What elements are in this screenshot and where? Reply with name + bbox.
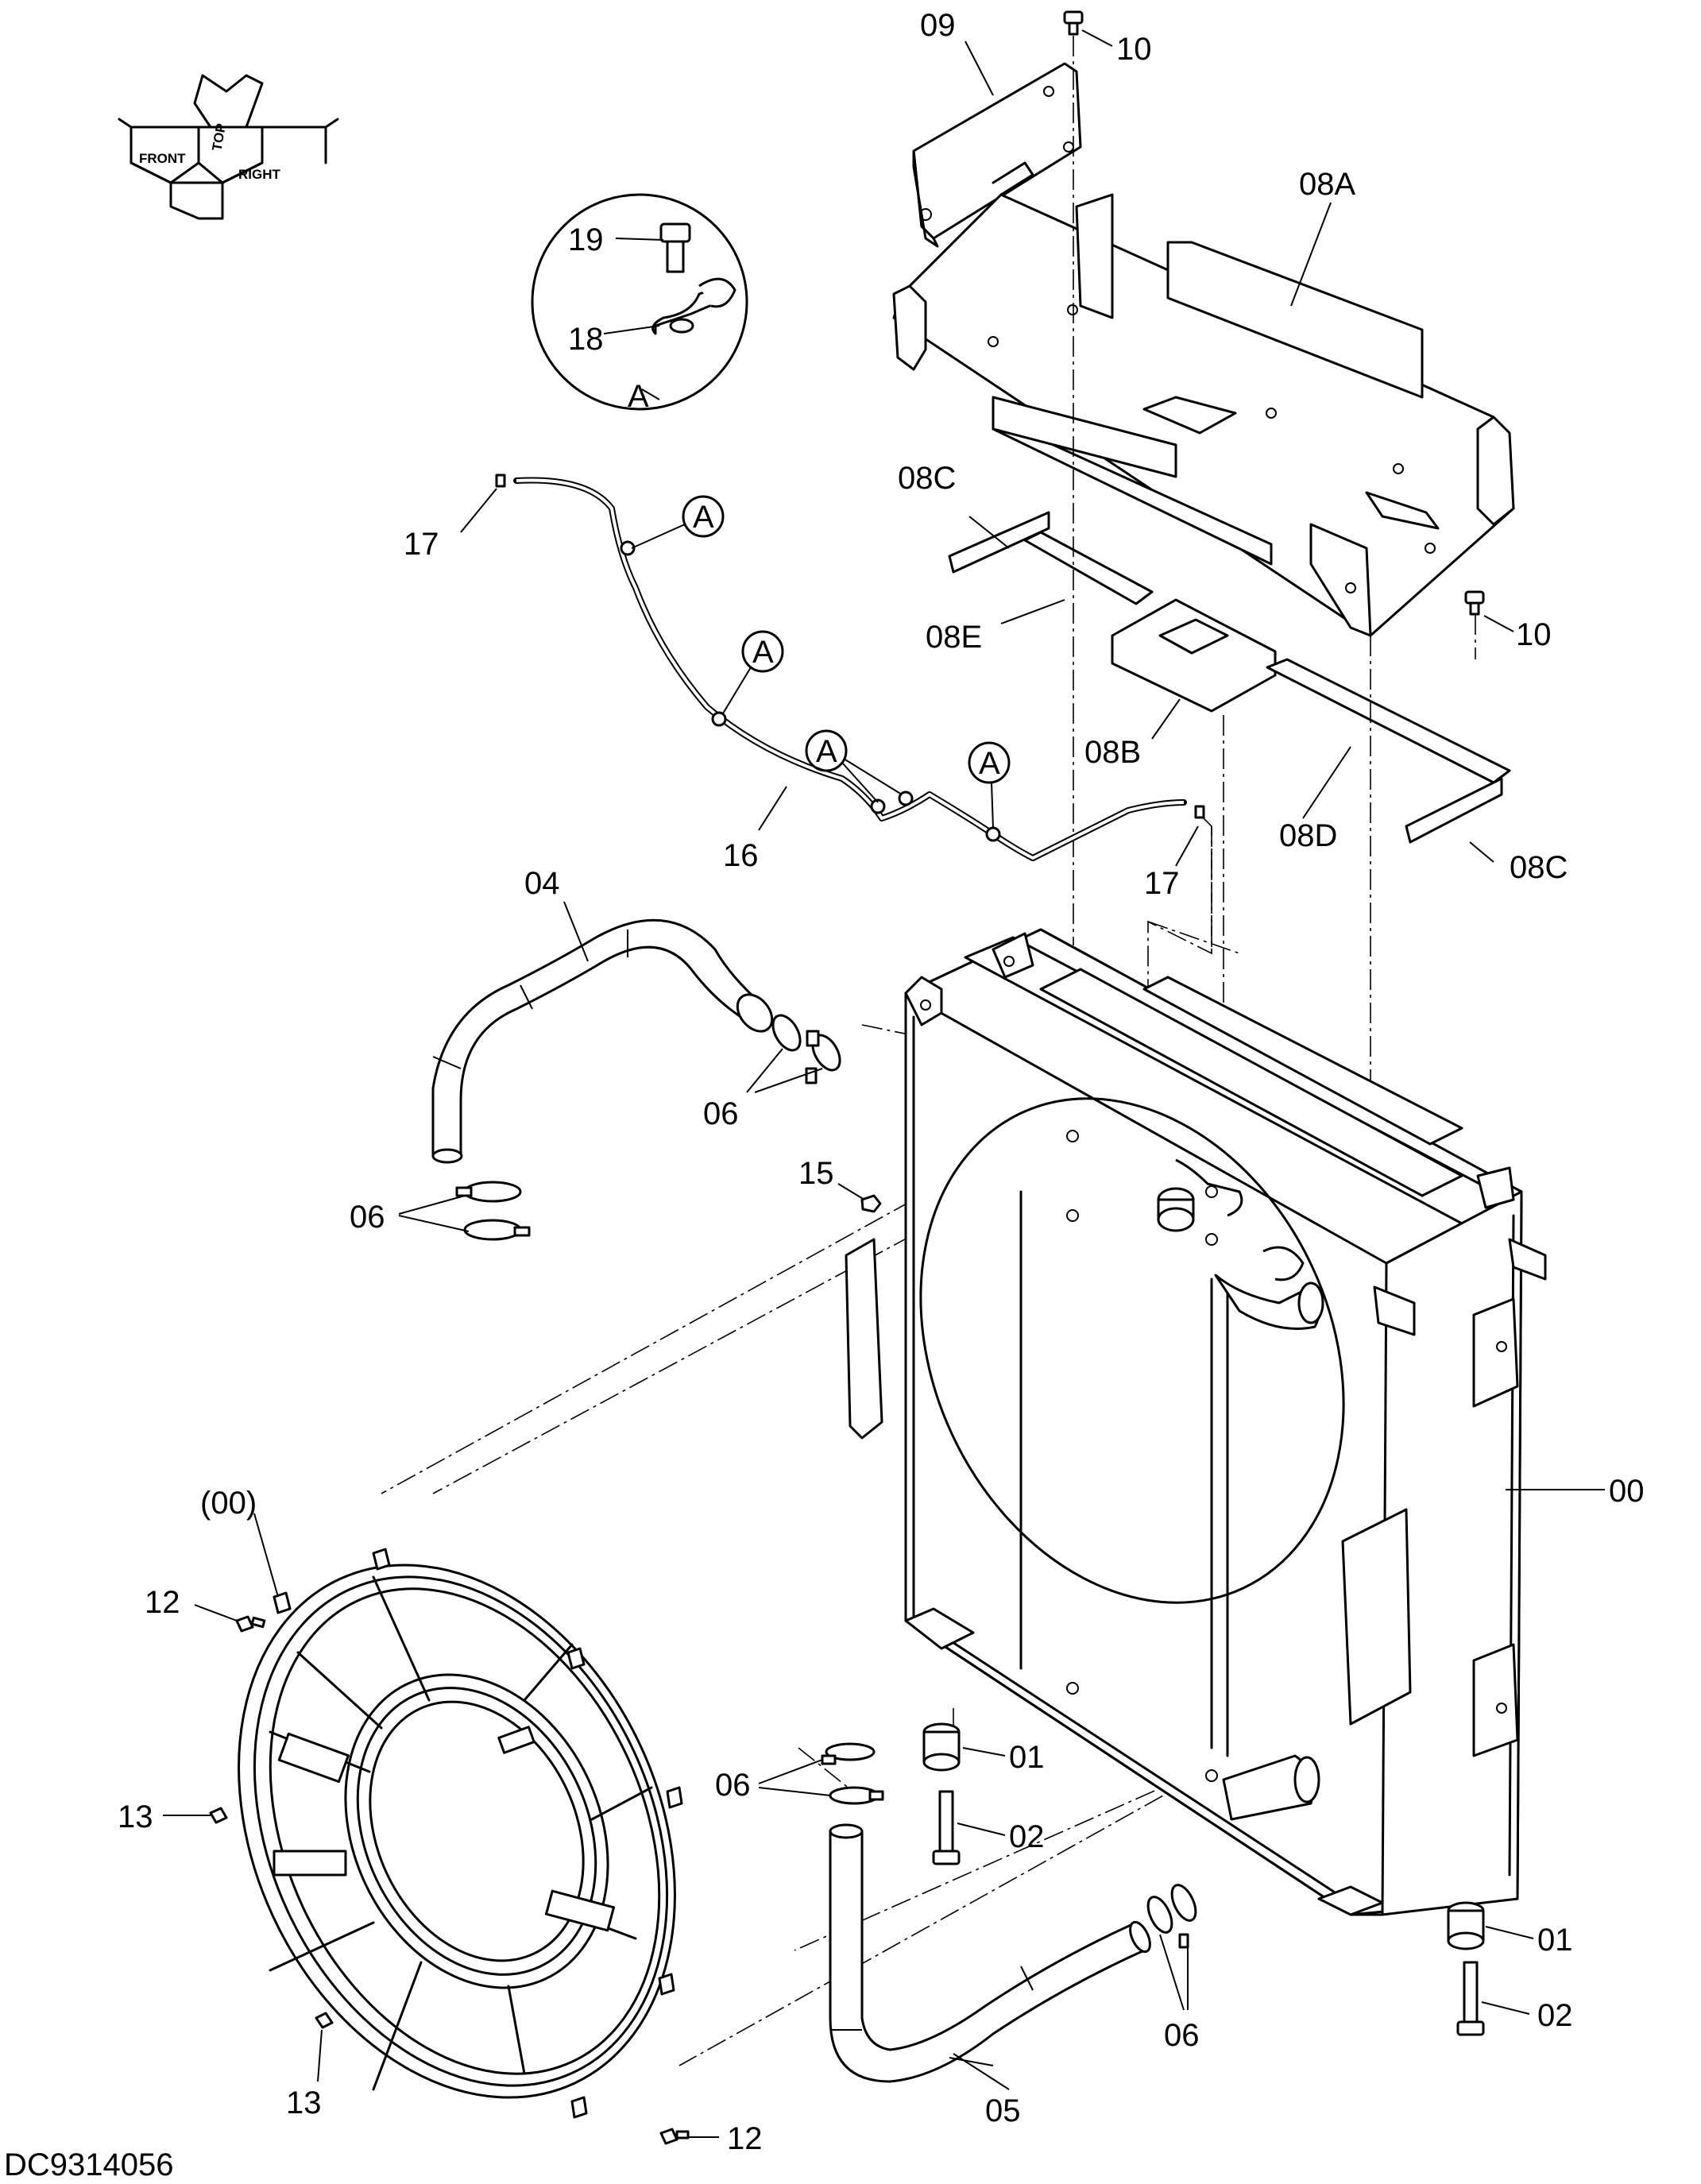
callout-01-right: 01 xyxy=(1537,1923,1573,1958)
seal-08b xyxy=(1111,598,1277,713)
fan-shroud xyxy=(238,1548,683,2119)
callout-08a: 08A xyxy=(1299,167,1355,202)
callout-18: 18 xyxy=(568,322,604,357)
svg-text:A: A xyxy=(752,635,774,670)
callout-01-left: 01 xyxy=(1009,1740,1045,1775)
detail-ref-a: A xyxy=(805,729,903,803)
rubber-mount-01 xyxy=(922,1722,961,1772)
detail-label-a: A xyxy=(628,379,649,414)
callout-19: 19 xyxy=(568,222,604,257)
bolt-icon xyxy=(659,222,691,273)
callout-08c-right: 08C xyxy=(1510,850,1568,885)
bolt-02 xyxy=(932,1790,961,1865)
orientation-icon: FRONT TOP RIGHT xyxy=(118,74,339,220)
callout-04: 04 xyxy=(524,866,560,901)
callout-05: 05 xyxy=(985,2093,1021,2128)
harness-16 xyxy=(495,474,1205,861)
callout-00-shroud: (00) xyxy=(200,1486,257,1521)
hose-clamp-icon xyxy=(455,1181,531,1241)
callout-10-top: 10 xyxy=(1116,32,1152,67)
hose-clamp-icon xyxy=(1146,1884,1197,1949)
hose-05 xyxy=(829,1823,1151,2083)
hose-04 xyxy=(431,918,774,1164)
hose-clamp-icon xyxy=(771,1014,841,1084)
clamp-icon xyxy=(651,277,736,335)
callout-09: 09 xyxy=(920,8,956,43)
callout-08d: 08D xyxy=(1279,818,1337,853)
callout-16: 16 xyxy=(723,838,759,873)
seal-08c-right xyxy=(1405,777,1503,844)
bolt-02 xyxy=(1456,1961,1485,2036)
callout-06-lower-left: 06 xyxy=(715,1768,751,1803)
callout-06-upper: 06 xyxy=(703,1096,739,1131)
seal-08e xyxy=(1023,531,1154,605)
callout-17-left: 17 xyxy=(404,527,439,562)
callout-02-right: 02 xyxy=(1537,1998,1573,2033)
cover-08a xyxy=(892,193,1515,637)
callout-12-lower: 12 xyxy=(727,2121,763,2156)
callout-12-upper: 12 xyxy=(145,1585,180,1620)
bolt-icon xyxy=(659,2128,690,2145)
rubber-mount-01 xyxy=(1447,1901,1485,1950)
detail-view-a: 19 18 A xyxy=(531,193,748,414)
callout-06-left: 06 xyxy=(350,1200,385,1235)
callout-00: 00 xyxy=(1609,1474,1645,1509)
seal-08c-left xyxy=(948,511,1050,574)
orientation-front: FRONT xyxy=(139,151,186,166)
svg-text:A: A xyxy=(693,500,714,535)
callout-02-left: 02 xyxy=(1009,1819,1045,1854)
svg-text:A: A xyxy=(979,746,1000,781)
seal-08d xyxy=(1266,658,1511,784)
callout-10-right: 10 xyxy=(1516,617,1552,652)
bolt-icon xyxy=(235,1615,266,1633)
callout-13-bottom: 13 xyxy=(286,2085,322,2120)
radiator-00 xyxy=(845,928,1547,1916)
drawing-id: DC9314056 xyxy=(4,2147,174,2182)
orientation-right: RIGHT xyxy=(238,167,281,182)
callout-06-lower-right: 06 xyxy=(1164,2018,1200,2053)
bolt-icon xyxy=(315,2012,334,2029)
callout-17-right: 17 xyxy=(1144,866,1180,901)
detail-ref-a: A xyxy=(968,741,1011,829)
callout-08c-left: 08C xyxy=(898,461,956,496)
callout-13-left: 13 xyxy=(118,1799,153,1834)
bolt-icon xyxy=(1063,10,1084,36)
callout-08e: 08E xyxy=(926,620,982,655)
svg-text:A: A xyxy=(816,734,837,769)
callout-15: 15 xyxy=(798,1156,834,1191)
plate-09 xyxy=(912,62,1082,248)
bolt-icon xyxy=(1464,590,1485,616)
hose-clamp-icon xyxy=(821,1742,884,1805)
detail-ref-a: A xyxy=(631,495,725,549)
nut-icon xyxy=(860,1194,882,1213)
bolt-icon xyxy=(209,1807,228,1824)
detail-ref-a: A xyxy=(722,630,784,714)
callout-08b: 08B xyxy=(1084,735,1141,770)
